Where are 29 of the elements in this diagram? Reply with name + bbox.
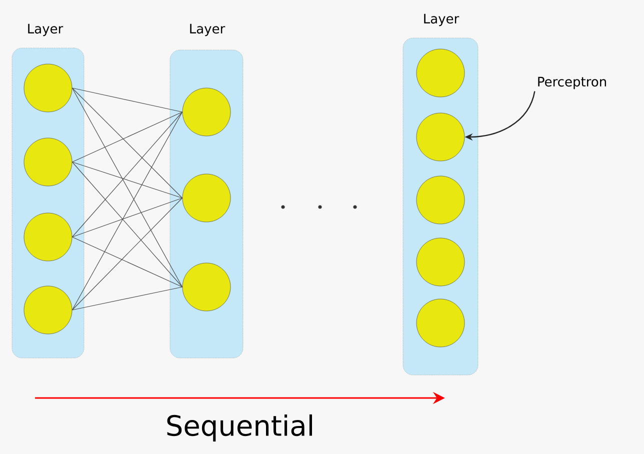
neuron-circle (416, 112, 465, 162)
connection-line (72, 112, 183, 162)
node-label: Layer (28, 24, 64, 36)
neuron-circle (416, 298, 465, 348)
connection-line (72, 286, 183, 310)
connection-line (72, 236, 183, 288)
connection-line (72, 198, 183, 310)
connection-line (72, 88, 183, 112)
connection-line (72, 88, 183, 288)
connection-line (72, 88, 183, 198)
connection-line (72, 112, 183, 238)
neuron-circle (24, 138, 72, 186)
neuron-circle (416, 176, 465, 224)
connection-line (72, 198, 183, 238)
connection-line (72, 162, 183, 198)
neuron-circle (182, 174, 231, 222)
neuron-circle (182, 262, 231, 312)
neuron-circle (416, 48, 465, 98)
neuron-circle (24, 64, 72, 112)
connection-line (72, 112, 183, 310)
neuron-circle (24, 286, 72, 334)
node-label: Layer (190, 24, 226, 36)
caption-text: Sequential (167, 414, 312, 442)
connection-line (72, 162, 183, 288)
node-label: Layer (424, 14, 460, 26)
neuron-circle (182, 88, 231, 136)
neuron-circle (416, 238, 465, 286)
callout-text: Perceptron (538, 76, 606, 90)
neuron-circle (24, 212, 72, 262)
